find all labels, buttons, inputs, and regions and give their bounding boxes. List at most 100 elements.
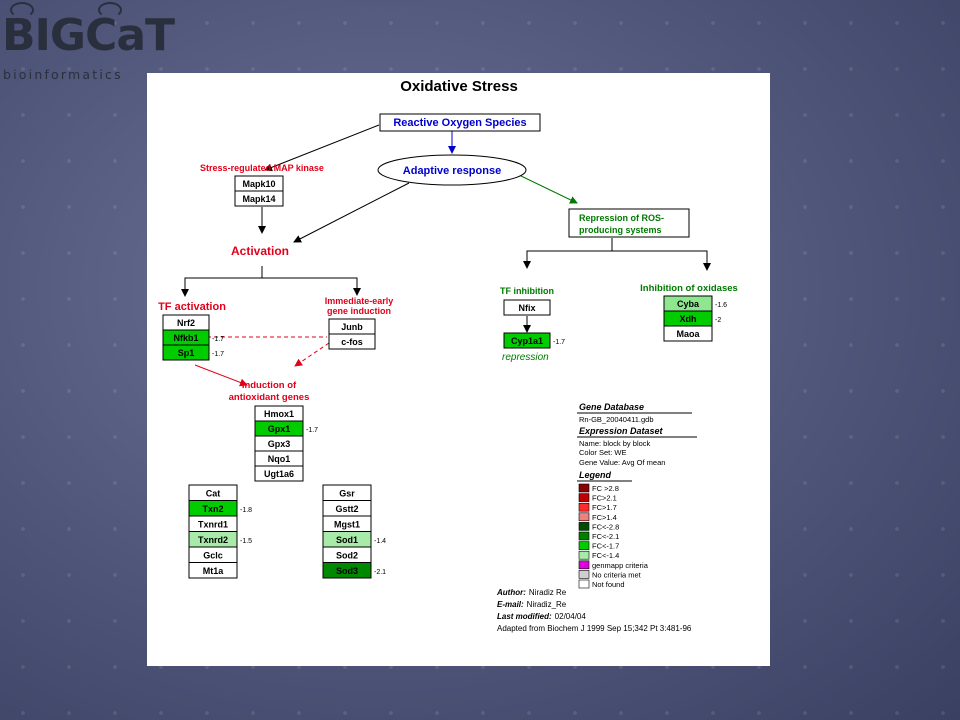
legend-swatch	[578, 570, 590, 579]
legend-swatch	[578, 541, 590, 550]
activation-to-tf-arrow	[181, 266, 263, 297]
dataset-line-1: Name: block by block	[579, 439, 651, 448]
gene-label-ugt1a6: Ugt1a6	[264, 469, 294, 479]
adaptive-to-repression-arrow	[518, 174, 578, 204]
author-value: Niradiz Re	[529, 588, 567, 597]
legend-title: Legend	[579, 470, 612, 480]
gene-box-sp1	[162, 344, 210, 361]
gene-box-ugt1a6	[254, 465, 304, 482]
gene-label-gstt2: Gstt2	[335, 504, 358, 514]
gene-label-cyp1a1: Cyp1a1	[511, 336, 543, 346]
legend-label: No criteria met	[592, 570, 642, 579]
modified-value: 02/04/04	[555, 612, 587, 621]
gene-box-mt1a	[188, 562, 238, 579]
gene-value-txn2: -1.8	[240, 507, 252, 514]
legend-swatch	[578, 579, 590, 589]
ros-label: Reactive Oxygen Species	[393, 117, 526, 129]
gene-label-gsr: Gsr	[339, 489, 355, 499]
connectors	[181, 124, 711, 387]
gene-box-c-fos	[328, 333, 376, 350]
pathway-diagram: Oxidative Stress Reactive Oxygen Species…	[158, 78, 738, 633]
logo-sub-text: bioinformatics	[3, 67, 123, 82]
gene-label-mt1a: Mt1a	[203, 566, 224, 576]
logo-eye-right-icon	[98, 2, 122, 18]
diagram-title: Oxidative Stress	[400, 78, 518, 95]
legend-label: FC>2.1	[592, 494, 617, 503]
gene-value-sod1: -1.4	[374, 538, 386, 545]
legend-swatch	[578, 522, 590, 531]
gene-label-xdh: Xdh	[680, 314, 697, 324]
induction-label-1: Induction of	[242, 380, 297, 391]
legend-label: FC>1.7	[592, 503, 617, 512]
legend-label: FC<-1.4	[592, 551, 619, 560]
gene-box-maoa	[663, 325, 713, 342]
ros-to-mapk-arrow	[264, 124, 380, 172]
gene-label-txnrd2: Txnrd2	[198, 535, 228, 545]
repression-to-tf-inhibition-arrow	[523, 238, 613, 269]
ros-box	[379, 113, 541, 132]
tf-to-induction-arrow	[194, 364, 248, 387]
repression-box	[568, 208, 690, 238]
gene-box-mapk14	[234, 190, 284, 207]
legend-label: FC<-2.8	[592, 522, 619, 531]
gene-label-txnrd1: Txnrd1	[198, 520, 228, 530]
activation-label: Activation	[231, 244, 289, 258]
gene-box-sod3	[322, 562, 372, 579]
modified-label: Last modified:	[497, 612, 552, 621]
adaptive-response-ellipse	[377, 154, 527, 186]
gene-label-cat: Cat	[206, 489, 221, 499]
gene-value-cyp1a1: -1.7	[553, 339, 565, 346]
legend-swatch	[578, 502, 590, 512]
dataset-line-2: Color Set: WE	[579, 448, 627, 457]
gene-boxes: Mapk10Mapk14Nrf2Nfkb1-1.7Sp1-1.7Junbc-fo…	[162, 175, 727, 579]
gene-label-sod3: Sod3	[336, 566, 358, 576]
legend-label: FC >2.8	[592, 484, 619, 493]
immediate-early-label-1: Immediate-early	[325, 296, 394, 306]
gene-label-txn2: Txn2	[202, 504, 223, 514]
gene-box-cyp1a1	[503, 332, 551, 349]
legend-label: genmapp criteria	[592, 561, 649, 570]
gene-label-sod2: Sod2	[336, 551, 358, 561]
gene-label-hmox1: Hmox1	[264, 409, 294, 419]
gene-label-c-fos: c-fos	[341, 337, 363, 347]
gene-value-sp1: -1.7	[212, 351, 224, 358]
tf-inhibition-label: TF inhibition	[500, 286, 554, 296]
inhibition-oxidases-label: Inhibition of oxidases	[640, 283, 738, 294]
svg-text:E-mail:Niradiz_Re: E-mail:Niradiz_Re	[497, 600, 567, 609]
gene-label-maoa: Maoa	[676, 329, 700, 339]
activation-to-early-arrow	[262, 277, 361, 296]
gene-label-gpx1: Gpx1	[268, 424, 291, 434]
adapted-from: Adapted from Biochem J 1999 Sep 15;342 P…	[497, 624, 692, 633]
legend-swatch	[578, 512, 590, 522]
svg-text:Author:Niradiz Re: Author:Niradiz Re	[496, 588, 567, 597]
legend: FC >2.8FC>2.1FC>1.7FC>1.4FC<-2.8FC<-2.1F…	[578, 483, 649, 589]
logo-eye-left-icon	[10, 2, 34, 18]
email-value: Niradiz_Re	[527, 600, 567, 609]
gene-value-nfkb1: -1.7	[212, 336, 224, 343]
gene-label-gclc: Gclc	[203, 551, 223, 561]
gene-value-sod3: -2.1	[374, 569, 386, 576]
map-kinase-label: Stress-regulated MAP kinase	[200, 163, 324, 173]
logo-main-text: BIGCaT	[2, 10, 175, 61]
adaptive-to-activation-arrow	[293, 182, 410, 243]
legend-label: Not found	[592, 580, 625, 589]
repression-box-line-1: Repression of ROS-	[579, 213, 664, 223]
gene-label-nfkb1: Nfkb1	[173, 333, 198, 343]
gene-label-mapk10: Mapk10	[242, 179, 275, 189]
legend-swatch	[578, 560, 590, 570]
adaptive-response-label: Adaptive response	[403, 165, 501, 177]
email-label: E-mail:	[497, 600, 524, 609]
early-to-induction-arrow	[294, 342, 330, 367]
repression-box-line-2: producing systems	[579, 225, 662, 235]
repression-note: repression	[502, 352, 549, 363]
gene-label-nrf2: Nrf2	[177, 318, 195, 328]
svg-text:Last modified:02/04/04: Last modified:02/04/04	[497, 612, 586, 621]
gene-label-nqo1: Nqo1	[268, 454, 291, 464]
induction-label-2: antioxidant genes	[229, 392, 310, 403]
gene-box-nfix	[503, 299, 551, 316]
gene-label-junb: Junb	[341, 322, 363, 332]
legend-swatch	[578, 550, 590, 560]
gene-label-sod1: Sod1	[336, 535, 358, 545]
tf-activation-label: TF activation	[158, 301, 226, 313]
gene-label-nfix: Nfix	[518, 303, 535, 313]
